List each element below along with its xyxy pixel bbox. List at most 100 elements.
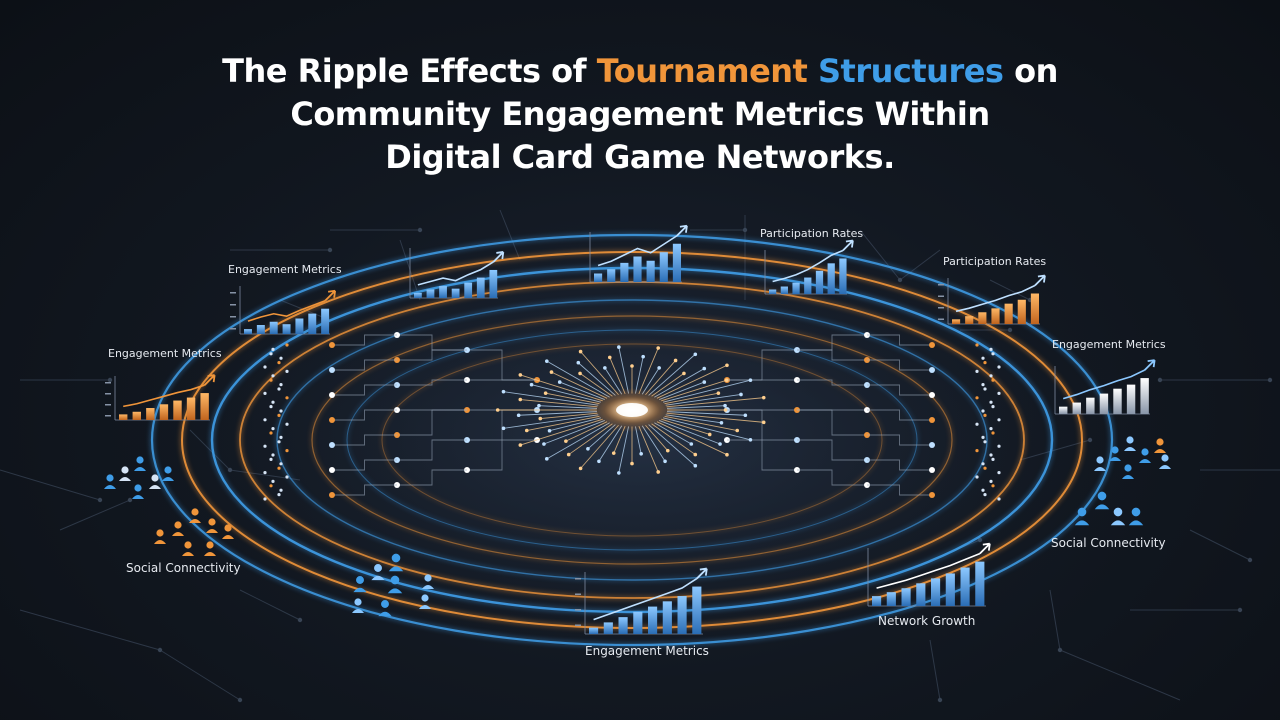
title-highlight-structures: Structures [817, 52, 1004, 90]
network-node-icon [937, 697, 943, 703]
network-node-icon [327, 247, 333, 253]
label-engagement-upper-left: Engagement Metrics [228, 263, 342, 276]
bracket-dot [989, 479, 993, 483]
person-head [424, 574, 432, 582]
network-node-icon [1267, 377, 1273, 383]
network-node-icon [127, 497, 133, 503]
burst-dot [545, 457, 549, 461]
label-engagement-bottom: Engagement Metrics [585, 644, 709, 658]
person-head [208, 518, 216, 526]
chart-bar [269, 321, 278, 334]
chart-bar [659, 252, 668, 282]
bracket-dot [991, 457, 995, 461]
trend-line [593, 577, 698, 621]
person-icon [149, 474, 161, 489]
axis-tick [105, 382, 111, 384]
person-icon [162, 466, 174, 481]
chart-bar [677, 596, 687, 634]
ripple-ring-glow [345, 328, 919, 552]
burst-ray [543, 420, 605, 445]
burst-ray [635, 356, 644, 394]
burst-dot [657, 366, 661, 370]
title-pre: The Ripple Effects of [222, 52, 597, 90]
trend-line [876, 552, 981, 589]
bracket-dot [285, 449, 289, 453]
bracket-node [929, 342, 935, 348]
person-body [422, 585, 434, 589]
network-node-icon [297, 617, 303, 623]
chart-bar [1099, 393, 1109, 414]
axis-tick [938, 318, 944, 320]
burst-dot [537, 403, 541, 408]
person-body [222, 535, 234, 539]
bracket-dot [989, 374, 993, 378]
chart-bar [769, 289, 777, 294]
bracket-dot [975, 396, 979, 400]
person-icon [387, 575, 403, 594]
chart-bar [1059, 406, 1068, 414]
person-icon [206, 518, 218, 533]
axis-tick [938, 295, 944, 297]
burst-ray [503, 391, 599, 406]
page-title: The Ripple Effects of Tournament Structu… [0, 50, 1280, 179]
axis-tick [575, 609, 581, 611]
person-icon [371, 564, 385, 581]
person-body [172, 532, 184, 536]
burst-ray [641, 425, 666, 462]
burst-ray [662, 379, 751, 403]
burst-dot [761, 395, 766, 400]
chart-engagement-right [1054, 359, 1156, 415]
burst-dot [693, 452, 698, 457]
bracket-dot [991, 378, 995, 382]
chart-bar [916, 583, 926, 606]
person-icon [422, 574, 434, 589]
chart-participation-center [764, 239, 854, 295]
bracket-dot [975, 422, 979, 426]
bracket-dot [983, 361, 987, 365]
burst-dot [665, 448, 670, 453]
burst-dot [524, 428, 529, 433]
ripple-ring-glow [380, 342, 884, 538]
person-icon [1128, 507, 1144, 526]
title-line-3: Digital Card Game Networks. [385, 138, 895, 176]
chart-engagement-bottom [575, 567, 708, 635]
person-icon [1159, 454, 1171, 469]
bracket-dot [279, 383, 283, 387]
bracket-connector [797, 469, 867, 486]
chart-bar [1004, 303, 1013, 324]
bracket-connector [397, 379, 467, 386]
network-line [1059, 649, 1181, 701]
network-node-icon [107, 377, 113, 383]
bracket-dot [285, 369, 289, 373]
bracket-connector [867, 334, 932, 346]
person-head [151, 474, 159, 482]
bracket-connector [397, 439, 467, 461]
bracket-dot [981, 488, 985, 492]
burst-ray [520, 374, 603, 402]
ripple-ring [276, 299, 988, 581]
bracket-dot [975, 343, 979, 347]
chart-bar [439, 286, 447, 298]
burst-dot [547, 428, 552, 433]
burst-dot [739, 392, 743, 397]
chart-bar [1017, 299, 1026, 324]
network-node-icon [1157, 377, 1163, 383]
burst-ray [546, 422, 610, 460]
bracket-dot [263, 497, 267, 501]
trend-arrow-icon [324, 289, 337, 302]
bracket-dot [997, 365, 1001, 369]
people-clusters [104, 436, 1171, 617]
chart-network-growth [867, 542, 991, 607]
burst-dot [501, 389, 506, 394]
burst-dot [542, 442, 546, 446]
ripple-ring [381, 343, 883, 537]
chart-bar [589, 627, 599, 634]
bracket-dot [989, 453, 993, 457]
person-body [204, 552, 216, 556]
person-icon [1122, 464, 1134, 479]
bracket-dot [991, 352, 995, 356]
chart-bar [186, 397, 196, 420]
trend-arrow-icon [696, 567, 708, 580]
chart-bar [1126, 384, 1136, 414]
bracket-dot [981, 435, 985, 439]
